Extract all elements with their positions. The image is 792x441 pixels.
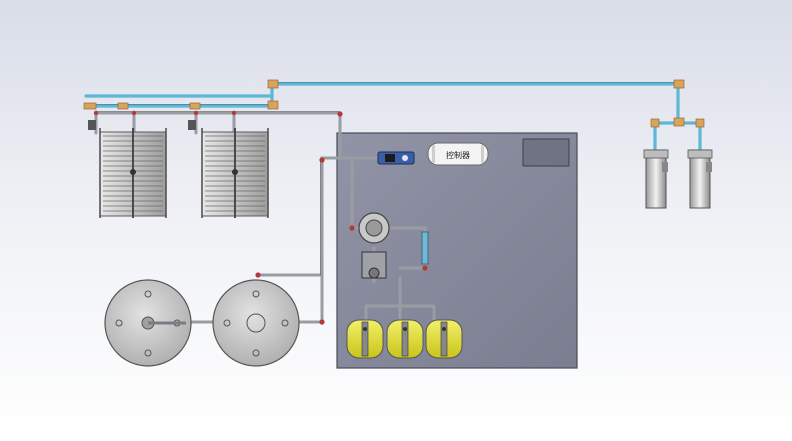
- copper-fittings: [83, 79, 705, 128]
- heat-exchanger-right: [188, 120, 269, 218]
- heat-exchanger-left: [88, 120, 167, 218]
- controller-label: 控制器: [446, 150, 470, 160]
- pump: [358, 212, 390, 279]
- display-window: [522, 138, 570, 167]
- red-fittings: [93, 110, 428, 325]
- flow-meter: [421, 231, 429, 265]
- controller-unit: 控制器: [427, 142, 489, 166]
- disc-right: [212, 279, 300, 367]
- inlet-valve: [377, 151, 415, 165]
- tank-3: [425, 319, 463, 359]
- filter-right: [687, 149, 713, 209]
- steel-pipe-edge: [96, 111, 340, 275]
- tank-1: [346, 319, 384, 359]
- water-pipe-edge: [86, 82, 678, 105]
- filter-left: [643, 149, 669, 209]
- tank-2: [386, 319, 424, 359]
